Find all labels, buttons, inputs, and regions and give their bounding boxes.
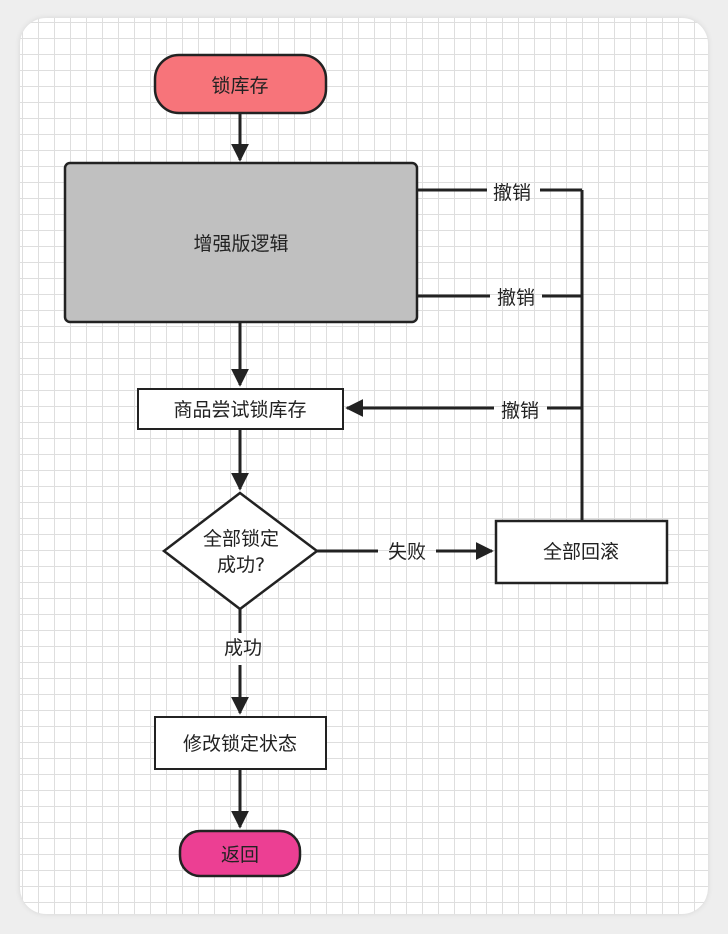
try-lock-label: 商品尝试锁库存 — [173, 399, 306, 421]
cancel-3-label: 撤销 — [501, 400, 539, 422]
update-status-label: 修改锁定状态 — [183, 733, 297, 755]
fail-label: 失败 — [388, 541, 426, 563]
rollback-label: 全部回滚 — [543, 541, 619, 563]
start-node-label: 锁库存 — [211, 75, 268, 97]
end-node — [178, 829, 302, 878]
decision-diamond — [161, 491, 320, 611]
decision-label-line1: 全部锁定 — [203, 528, 279, 550]
end-node-label: 返回 — [221, 844, 259, 866]
decision-label-line2: 成功? — [217, 554, 265, 576]
cancel-1-label: 撤销 — [493, 182, 531, 204]
success-label: 成功 — [224, 637, 262, 659]
rollback-box — [494, 519, 669, 585]
enhanced-logic-label: 增强版逻辑 — [193, 233, 288, 255]
cancel-2-label: 撤销 — [497, 287, 535, 309]
